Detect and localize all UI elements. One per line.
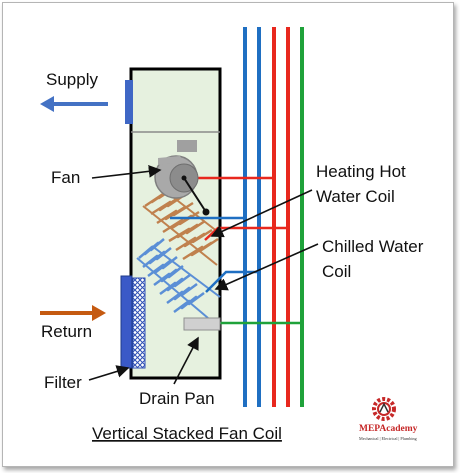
chilled-coil-label-line1: Chilled Water	[322, 237, 424, 256]
filter-icon	[120, 275, 146, 369]
fan-label: Fan	[51, 168, 80, 187]
diagram-title: Vertical Stacked Fan Coil	[92, 424, 282, 443]
chilled-coil-label-line2: Coil	[322, 262, 351, 281]
riser-pipes	[243, 27, 304, 407]
supply-air-arrow	[40, 96, 108, 112]
heating-coil-label-line2: Water Coil	[316, 187, 395, 206]
leader-lines	[88, 164, 319, 385]
supply-grille	[125, 80, 133, 124]
heating-coil-label-line1: Heating Hot	[316, 162, 406, 181]
fan-icon	[154, 140, 210, 216]
mep-academy-logo: MEPAcademy Mechanical | Electrical | Plu…	[359, 397, 418, 441]
drain-pan	[183, 317, 221, 331]
gear-icon	[372, 397, 396, 421]
logo-tagline: Mechanical | Electrical | Plumbing	[359, 436, 418, 441]
supply-label: Supply	[46, 70, 98, 89]
diagram-frame	[2, 2, 454, 467]
chilled-water-branch-lower	[205, 270, 259, 293]
drain-pan-label: Drain Pan	[139, 389, 215, 408]
filter-media	[132, 277, 146, 369]
filter-frame	[120, 275, 133, 369]
return-air-arrow	[40, 305, 106, 321]
heating-hot-water-coil	[142, 184, 219, 266]
filter-label: Filter	[44, 373, 82, 392]
logo-name: MEPAcademy	[359, 424, 418, 434]
return-label: Return	[41, 322, 92, 341]
